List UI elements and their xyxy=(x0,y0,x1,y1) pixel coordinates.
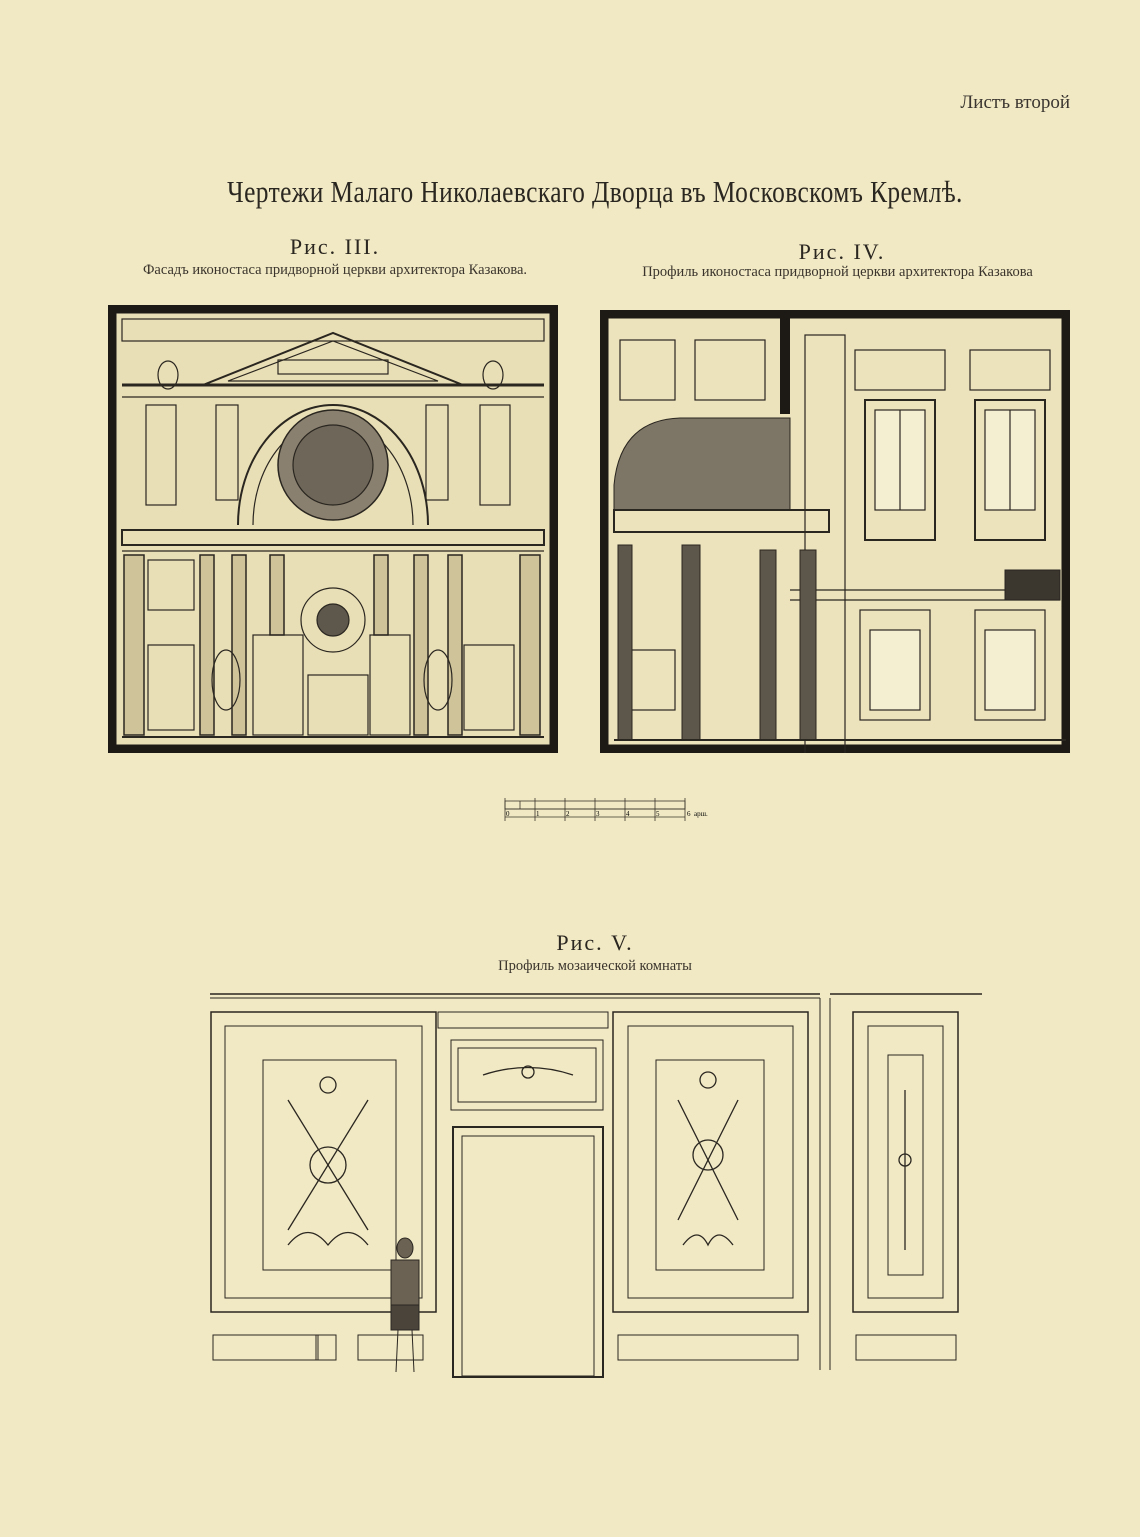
scale-unit: арш. xyxy=(694,810,708,818)
figure-4-drawing xyxy=(600,310,1070,753)
figure-4-label: Рис. IV. xyxy=(798,239,886,264)
scale-tick-6: 6 xyxy=(687,810,691,818)
scale-tick-3: 3 xyxy=(596,810,600,818)
figure-4-caption: Профиль иконостаса придворной церкви арх… xyxy=(642,264,1033,280)
figure-5-caption: Профиль мозаической комнаты xyxy=(498,958,692,974)
scale-tick-4: 4 xyxy=(626,810,630,818)
figure-3-drawing xyxy=(108,305,558,753)
figure-3-caption: Фасадъ иконостаса придворной церкви архи… xyxy=(142,262,528,278)
page-title: Чертежи Малаго Николаевскаго Дворца въ М… xyxy=(227,174,963,209)
figure-3-label: Рис. III. xyxy=(289,234,381,259)
figure-5-drawing xyxy=(210,993,982,1378)
figure-5-label: Рис. V. xyxy=(556,930,634,955)
scale-tick-2: 2 xyxy=(566,810,570,818)
scale-tick-1: 1 xyxy=(536,810,540,818)
sheet-label: Листъ второй xyxy=(960,92,1070,113)
scale-tick-0: 0 xyxy=(506,810,510,818)
scale-tick-5: 5 xyxy=(656,810,660,818)
scale-bar: 0 1 2 3 4 5 6 арш. xyxy=(504,798,708,821)
human-figure xyxy=(390,1237,420,1373)
